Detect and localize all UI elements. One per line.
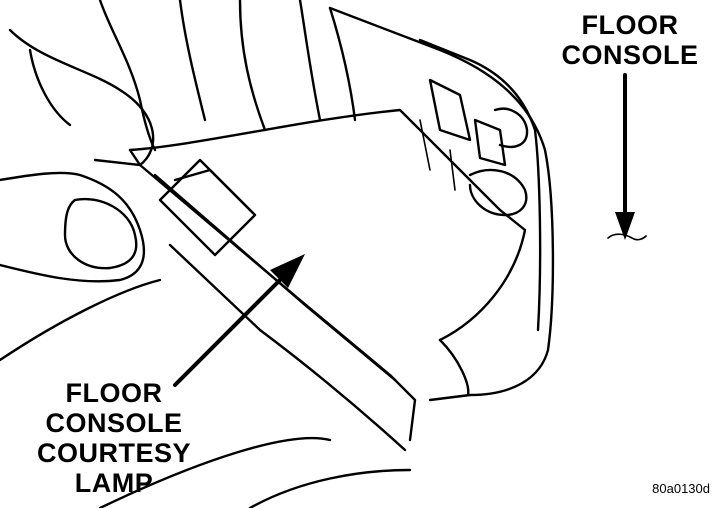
lamp-pointer-arrow-line <box>173 268 292 387</box>
dash-line <box>178 0 207 122</box>
console-latch-2 <box>468 168 528 217</box>
floor-line <box>0 278 162 362</box>
seat-outline <box>8 28 155 167</box>
console-detail <box>419 119 456 191</box>
seat-edge <box>28 48 72 127</box>
courtesy-lamp-label-line1: FLOOR <box>65 378 163 408</box>
console-pointer-arrowhead <box>615 212 635 240</box>
dash-line-3 <box>298 0 322 122</box>
console-lid <box>128 108 527 342</box>
courtesy-lamp-label-line2: CONSOLE <box>45 408 183 438</box>
console-housing <box>328 6 555 402</box>
floor-console-label-line2: CONSOLE <box>561 40 699 70</box>
lamp-housing <box>158 158 257 257</box>
console-side <box>438 338 470 397</box>
lamp-housing-top <box>173 168 252 212</box>
console-housing-left <box>328 6 357 122</box>
seat-outline-lower <box>0 171 146 283</box>
floor-line-3 <box>248 468 412 508</box>
dash-line-2 <box>238 0 267 132</box>
console-pointer-squiggle <box>607 233 647 241</box>
console-housing-inner <box>418 38 542 332</box>
seat-fold <box>98 0 157 152</box>
console-latch <box>493 107 529 149</box>
floor-line-2 <box>98 436 332 508</box>
courtesy-lamp-label-line3: COURTESY <box>36 438 192 468</box>
courtesy-lamp-label: FLOOR CONSOLE COURTESY LAMP <box>14 378 214 498</box>
console-lid-bottom <box>168 243 407 452</box>
lamp-pointer-arrowhead <box>270 254 305 288</box>
figure-id: 80a0130d <box>652 481 710 496</box>
seat-curve <box>63 197 138 270</box>
floor-console-label-line1: FLOOR <box>581 10 679 40</box>
console-lid-edge <box>153 173 397 382</box>
courtesy-lamp-label-line4: LAMP <box>74 468 154 498</box>
console-bracket-2 <box>473 118 507 167</box>
console-bracket <box>428 78 472 142</box>
floor-console-label: FLOOR CONSOLE <box>550 10 710 70</box>
